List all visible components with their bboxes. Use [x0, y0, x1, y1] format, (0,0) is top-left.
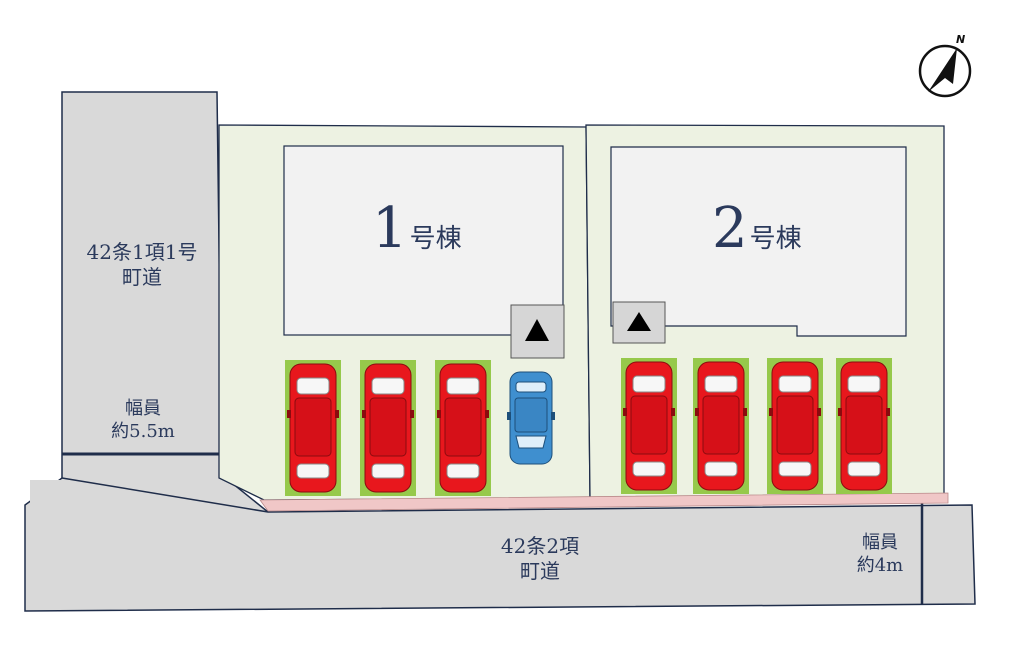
horizontal-road-name: 42条2項 町道 [500, 534, 580, 583]
vertical-road-label: 42条1項1号 町道 [62, 240, 222, 290]
horizontal-road-label: 42条2項 町道 [440, 534, 640, 584]
building-1 [283, 145, 564, 336]
vertical-road [61, 91, 271, 513]
vertical-road-width: 幅員 約5.5m [111, 398, 175, 442]
north-label: N [956, 33, 965, 46]
vertical-road-width-label: 幅員 約5.5m [68, 398, 218, 443]
horizontal-road [24, 477, 976, 612]
entrance-marker-2 [612, 301, 666, 344]
building-2-suffix: 号棟 [749, 224, 802, 254]
building-2-number: 2 [712, 196, 748, 261]
horizontal-road-width-label: 幅員 約4m [820, 532, 940, 577]
parking-car-2-1 [620, 357, 678, 495]
sidewalk-strip [259, 492, 949, 512]
north-compass-icon: N [918, 33, 972, 98]
parking-car-2-4 [835, 357, 893, 495]
building-1-label: 1号棟 [372, 196, 462, 261]
parking-car-1-4 [506, 371, 556, 465]
building-1-number: 1 [372, 196, 408, 261]
vertical-road-name: 42条1項1号 町道 [86, 240, 198, 289]
parking-car-2-2 [692, 357, 750, 495]
parking-car-1-2 [359, 359, 417, 497]
building-1-suffix: 号棟 [409, 224, 462, 254]
parking-car-1-1 [284, 359, 342, 497]
parking-car-1-3 [434, 359, 492, 497]
building-2-label: 2号棟 [712, 196, 802, 261]
entrance-marker-1 [510, 304, 565, 359]
horizontal-road-width: 幅員 約4m [856, 532, 904, 576]
parking-car-2-3 [766, 357, 824, 495]
building-2 [610, 146, 907, 337]
